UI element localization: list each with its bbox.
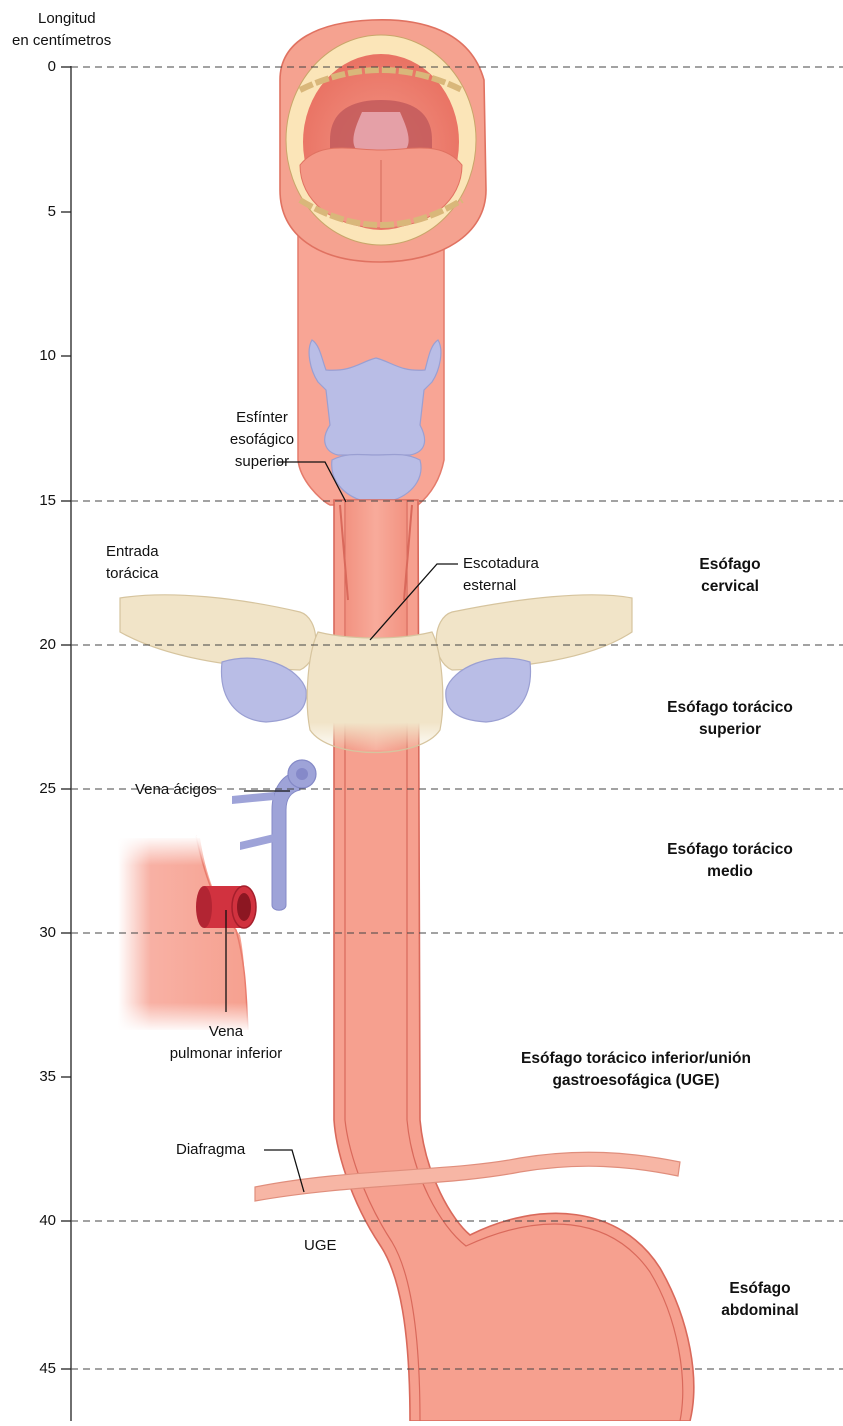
label-pulmonary-vein-line-1: Vena (156, 1022, 296, 1042)
tick-label: 35 (20, 1068, 56, 1086)
label-azygos-vein: Vena ácigos (135, 780, 217, 800)
tick-label: 5 (20, 203, 56, 221)
lung-shape (110, 836, 250, 1032)
label-diaphragm: Diafragma (176, 1140, 245, 1160)
region-lower-thoracic-line-2: gastroesofágica (UGE) (506, 1070, 766, 1092)
region-mid-thoracic-line-2: medio (640, 861, 820, 883)
axis-title-line-2: en centímetros (12, 31, 111, 51)
region-lower-thoracic-line-1: Esófago torácico inferior/unión (506, 1048, 766, 1070)
tick-label: 30 (20, 924, 56, 942)
region-cervical-line-2: cervical (680, 576, 780, 598)
label-thoracic-inlet-line-2: torácica (106, 564, 159, 584)
label-sternal-notch-line-1: Escotadura (463, 554, 539, 574)
region-abdominal-line-1: Esófago (710, 1278, 810, 1300)
open-mouth (280, 20, 486, 262)
tick-label: 45 (20, 1360, 56, 1378)
diaphragm (255, 1152, 680, 1201)
label-pulmonary-vein-line-2: pulmonar inferior (156, 1044, 296, 1064)
tick-label: 0 (20, 58, 56, 76)
tick-label: 10 (20, 347, 56, 365)
tick-label: 15 (20, 492, 56, 510)
region-upper-thoracic-line-2: superior (640, 719, 820, 741)
region-upper-thoracic-line-1: Esófago torácico (640, 697, 820, 719)
region-mid-thoracic-line-1: Esófago torácico (640, 839, 820, 861)
label-sternal-notch-line-2: esternal (463, 576, 516, 596)
label-ues-line-1: Esfínter (212, 408, 312, 428)
tick-label: 40 (20, 1212, 56, 1230)
label-ues-line-2: esofágico (212, 430, 312, 450)
region-cervical-line-1: Esófago (680, 554, 780, 576)
axis-title-line-1: Longitud (38, 9, 96, 29)
tick-marks (61, 67, 71, 1369)
label-thoracic-inlet-line-1: Entrada (106, 542, 159, 562)
region-abdominal-line-2: abdominal (710, 1300, 810, 1322)
tick-label: 20 (20, 636, 56, 654)
label-gej: UGE (304, 1236, 337, 1256)
tick-label: 25 (20, 780, 56, 798)
label-ues-line-3: superior (212, 452, 312, 472)
